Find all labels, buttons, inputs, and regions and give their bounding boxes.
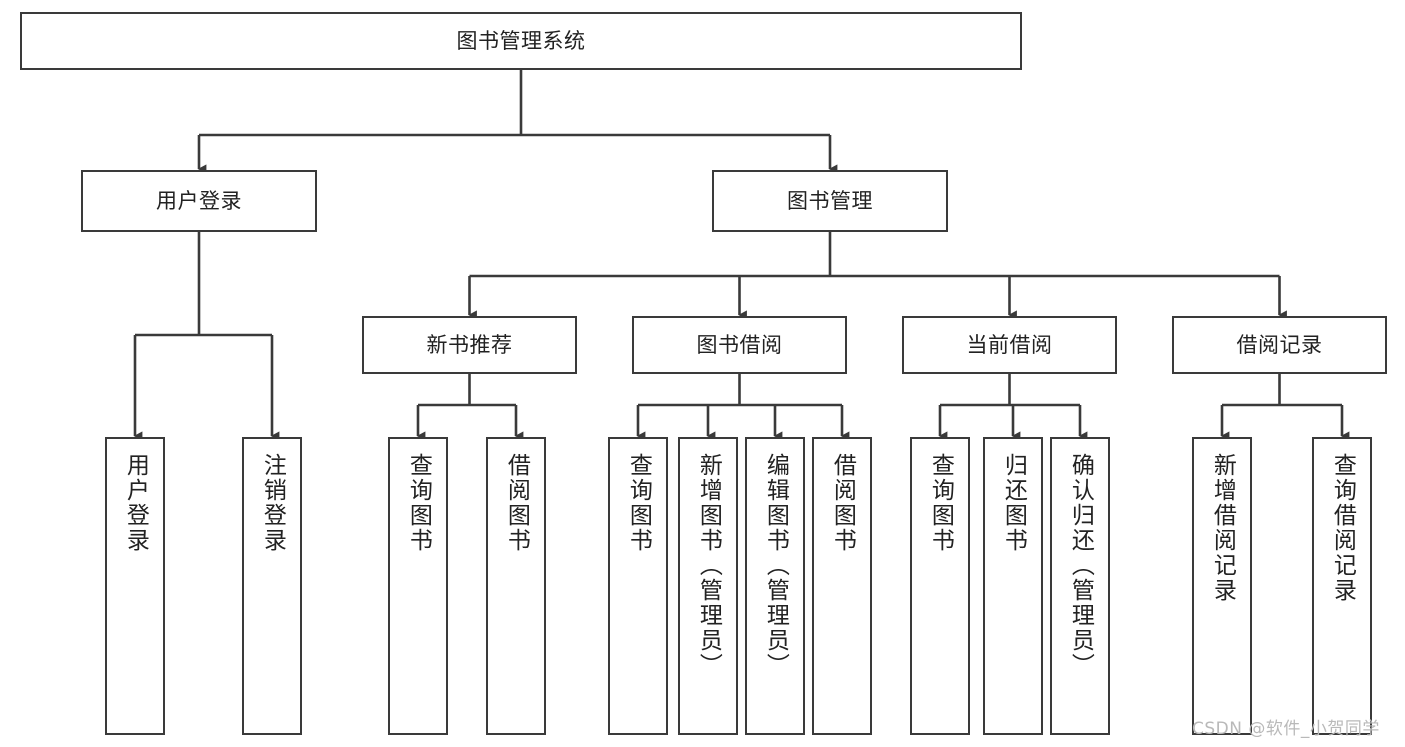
node-leaf-add-borrow-record[interactable]: 新增借阅记录 [1192, 437, 1252, 735]
node-leaf-current-query-book[interactable]: 查询图书 [910, 437, 970, 735]
node-leaf-confirm-return-admin[interactable]: 确认归还（管理员） [1050, 437, 1110, 735]
node-leaf-current-return-book[interactable]: 归还图书 [983, 437, 1043, 735]
node-label: 编辑图书（管理员） [762, 453, 789, 678]
node-label: 确认归还（管理员） [1067, 453, 1094, 678]
node-label: 注销登录 [259, 453, 286, 553]
node-label: 图书管理 [787, 188, 873, 213]
node-leaf-user-login[interactable]: 用户登录 [105, 437, 165, 735]
node-label: 图书借阅 [696, 332, 783, 357]
node-leaf-borrow-borrow-book[interactable]: 借阅图书 [812, 437, 872, 735]
node-user-login[interactable]: 用户登录 [81, 170, 317, 232]
node-label: 查询图书 [625, 453, 652, 553]
node-label: 新增借阅记录 [1209, 453, 1236, 603]
node-label: 借阅图书 [829, 453, 856, 553]
node-leaf-recommend-borrow-book[interactable]: 借阅图书 [486, 437, 546, 735]
node-new-book-recommend[interactable]: 新书推荐 [362, 316, 577, 374]
node-leaf-borrow-add-book-admin[interactable]: 新增图书（管理员） [678, 437, 738, 735]
node-label: 新增图书（管理员） [695, 453, 722, 678]
node-label: 归还图书 [1000, 453, 1027, 553]
node-book-management[interactable]: 图书管理 [712, 170, 948, 232]
node-label: 图书管理系统 [456, 28, 586, 53]
node-leaf-user-logout[interactable]: 注销登录 [242, 437, 302, 735]
node-label: 查询图书 [405, 453, 432, 553]
node-label: 借阅记录 [1236, 332, 1323, 357]
node-borrow-record[interactable]: 借阅记录 [1172, 316, 1387, 374]
node-current-borrow[interactable]: 当前借阅 [902, 316, 1117, 374]
node-label: 用户登录 [156, 188, 242, 213]
node-leaf-query-borrow-record[interactable]: 查询借阅记录 [1312, 437, 1372, 735]
node-label: 借阅图书 [503, 453, 530, 553]
node-leaf-recommend-query-book[interactable]: 查询图书 [388, 437, 448, 735]
node-label: 用户登录 [122, 453, 149, 553]
node-leaf-borrow-query-book[interactable]: 查询图书 [608, 437, 668, 735]
node-book-borrow[interactable]: 图书借阅 [632, 316, 847, 374]
node-label: 新书推荐 [426, 332, 513, 357]
node-label: 当前借阅 [966, 332, 1053, 357]
node-leaf-borrow-edit-book-admin[interactable]: 编辑图书（管理员） [745, 437, 805, 735]
node-root-system[interactable]: 图书管理系统 [20, 12, 1022, 70]
csdn-watermark: CSDN @软件_小贺同学 [1192, 719, 1380, 739]
node-label: 查询借阅记录 [1329, 453, 1356, 603]
node-label: 查询图书 [927, 453, 954, 553]
